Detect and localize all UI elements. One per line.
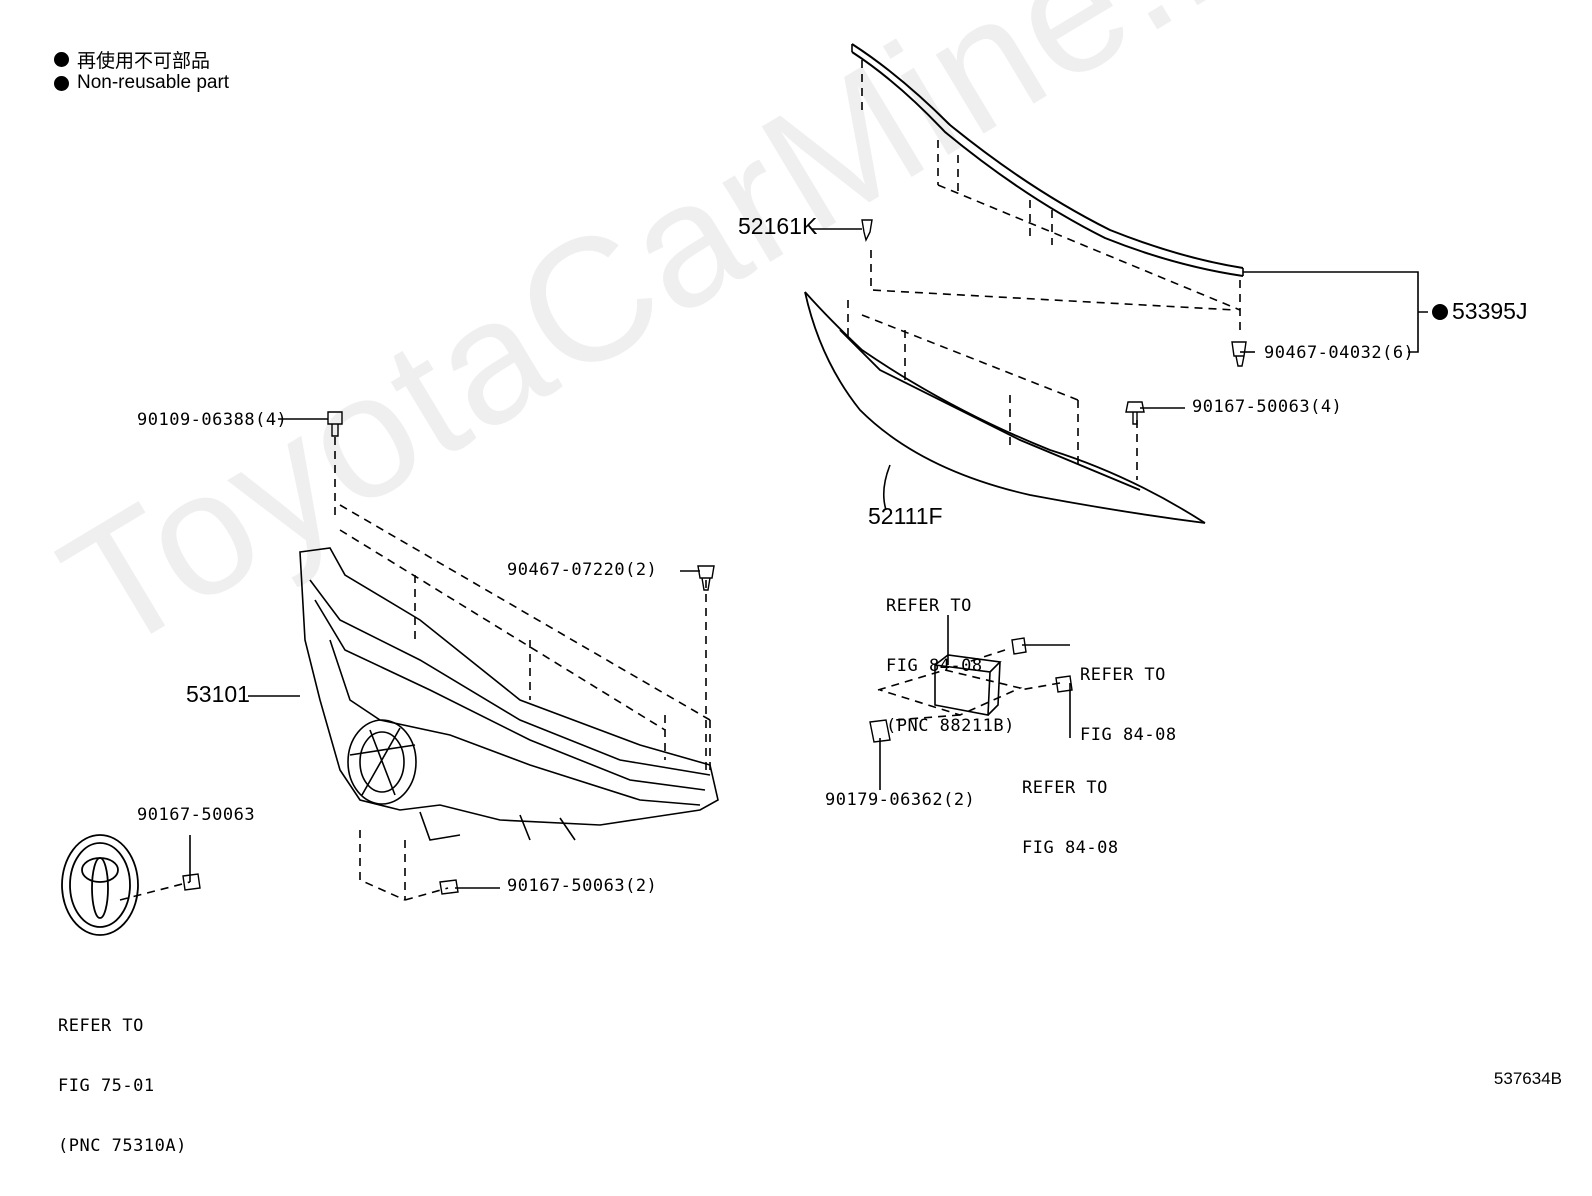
refer-75310A[interactable]: REFER TO FIG 75-01 (PNC 75310A) <box>58 976 187 1196</box>
label-90179-06362[interactable]: 90179-06362(2) <box>825 790 976 810</box>
legend-item-jp: 再使用不可部品 <box>54 46 210 73</box>
radiator-grille-drawing <box>299 547 719 841</box>
label-52111F[interactable]: 52111F <box>868 503 943 529</box>
bullet-dot-icon <box>54 52 69 67</box>
refer-line: FIG 75-01 <box>58 1076 155 1096</box>
refer-line: (PNC 88211B) <box>886 716 1015 736</box>
legend-item-en: Non-reusable part <box>54 72 229 94</box>
refer-line: FIG 84-08 <box>1080 725 1177 745</box>
label-90467-04032[interactable]: 90467-04032(6) <box>1264 343 1415 363</box>
refer-line: (PNC 75310A) <box>58 1136 187 1156</box>
label-53395J[interactable]: 53395J <box>1452 298 1528 324</box>
label-90467-07220[interactable]: 90467-07220(2) <box>507 560 658 580</box>
refer-line: REFER TO <box>886 596 972 616</box>
label-90167-50063-4[interactable]: 90167-50063(4) <box>1192 397 1343 417</box>
legend-text-en: Non-reusable part <box>77 72 230 93</box>
label-90167-50063[interactable]: 90167-50063 <box>137 805 256 825</box>
refer-line: FIG 84-08 <box>1022 838 1119 858</box>
refer-line: FIG 84-08 <box>886 656 983 676</box>
refer-line: REFER TO <box>58 1016 144 1036</box>
bullet-dot-icon <box>54 75 69 91</box>
hidden-lines <box>119 60 1241 901</box>
refer-line: REFER TO <box>1080 665 1166 685</box>
refer-88211B[interactable]: REFER TO FIG 84-08 (PNC 88211B) <box>886 556 1015 776</box>
refer-line: REFER TO <box>1022 778 1108 798</box>
upper-molding-drawing <box>851 43 1244 277</box>
fastener-drawings <box>182 219 1247 895</box>
lower-grille-molding-drawing <box>804 291 1206 524</box>
label-52161K[interactable]: 52161K <box>738 213 818 239</box>
non-reusable-dot-icon <box>1432 304 1448 320</box>
refer-fig-84-08-a[interactable]: REFER TO FIG 84-08 <box>1080 625 1177 785</box>
label-90109-06388[interactable]: 90109-06388(4) <box>137 410 288 430</box>
diagram-id: 537634B <box>1493 1069 1562 1088</box>
label-90167-50063-2[interactable]: 90167-50063(2) <box>507 876 658 896</box>
legend-text-jp: 再使用不可部品 <box>77 51 211 72</box>
leader-lines <box>189 228 1428 889</box>
diagram-drawing <box>61 43 1448 936</box>
parts-diagram: ToyotaCarMine.ru <box>32 0 1562 1156</box>
refer-fig-84-08-b[interactable]: REFER TO FIG 84-08 <box>1022 738 1119 898</box>
label-53101[interactable]: 53101 <box>186 681 250 707</box>
toyota-emblem-drawing <box>61 834 139 936</box>
sensor-bracket-drawing <box>934 654 1002 716</box>
